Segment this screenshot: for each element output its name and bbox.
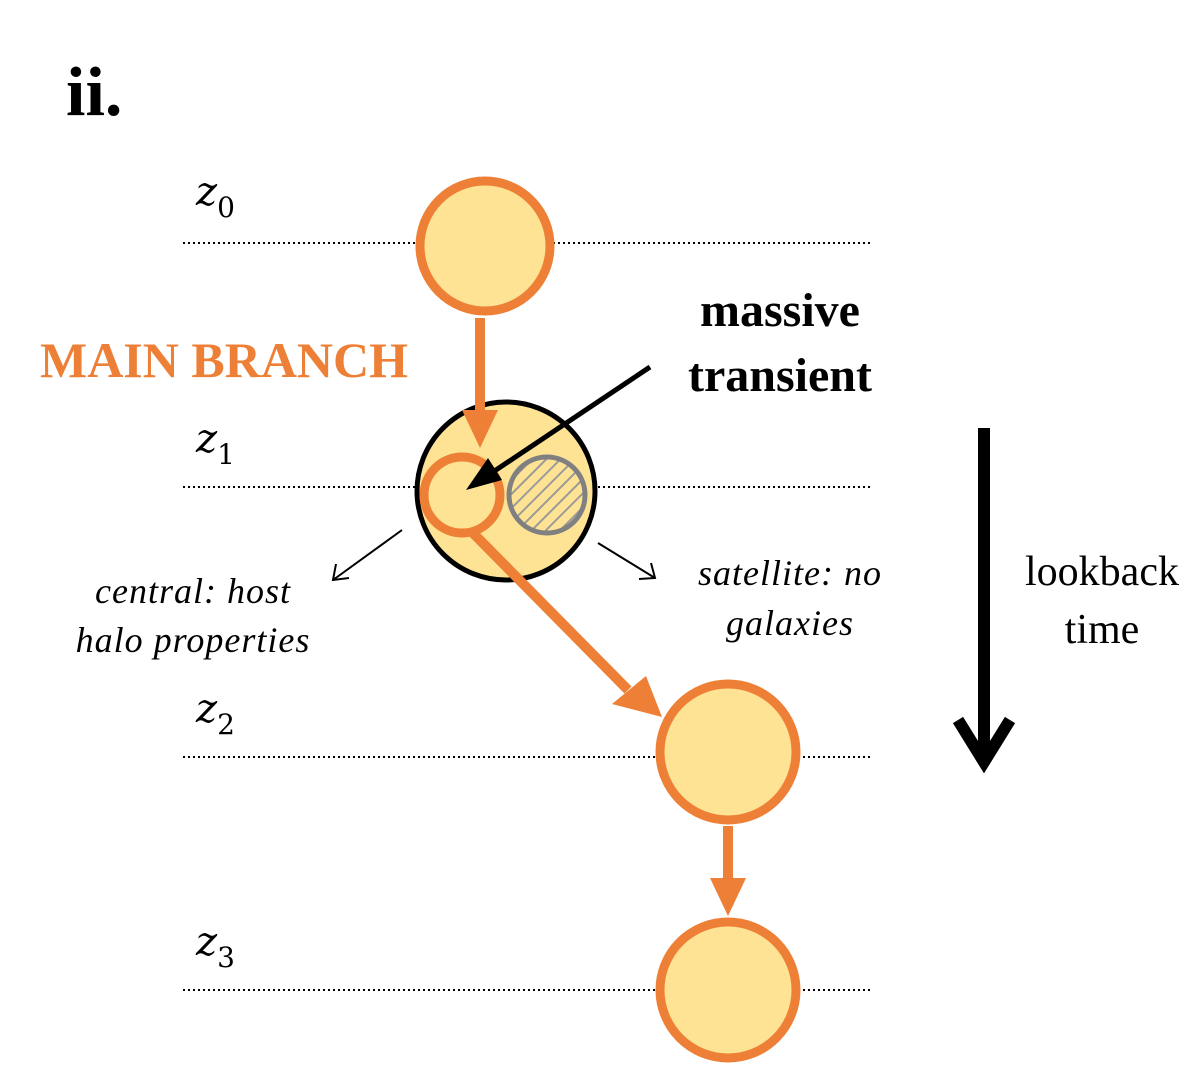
lookback-time-arrow — [952, 428, 1016, 774]
main-branch-arrows — [462, 318, 746, 916]
satellite-annotation-arrow — [597, 542, 657, 580]
halo-z3 — [655, 917, 801, 1063]
lookback-label-line2: time — [1065, 607, 1140, 653]
central-label-line1: central: host — [95, 571, 291, 611]
redshift-label-z1: z1 — [195, 416, 235, 471]
central-annotation-arrow — [331, 529, 403, 582]
redshift-label-z2: z2 — [195, 686, 235, 741]
satellite-label-line1: satellite: no — [698, 553, 882, 593]
massive-transient-label-line1: massive — [700, 284, 860, 337]
central-label-line2: halo properties — [76, 620, 311, 660]
redshift-label-z0: z0 — [195, 169, 235, 224]
massive-transient-arrow — [466, 364, 652, 490]
main-branch-label: MAIN BRANCH — [40, 332, 408, 388]
redshift-label-z3: z3 — [195, 919, 235, 974]
halo-z2 — [655, 679, 801, 825]
lookback-label-line1: lookback — [1025, 549, 1179, 595]
halo-z0 — [415, 176, 555, 316]
massive-transient-label-line2: transient — [688, 349, 872, 402]
satellite-halo — [506, 454, 588, 536]
satellite-label-line2: galaxies — [726, 603, 854, 643]
panel-label: ii. — [66, 54, 122, 131]
